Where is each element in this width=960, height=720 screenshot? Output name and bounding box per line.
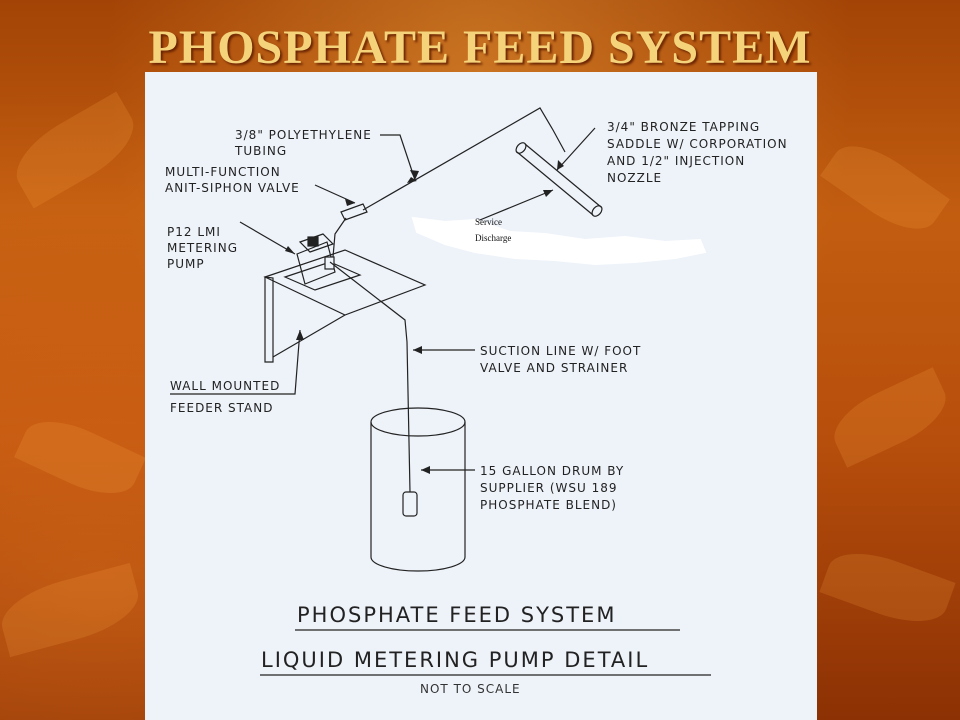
metering-pump-display [307, 236, 319, 247]
drum-label: SUPPLIER (WSU 189 [480, 481, 618, 495]
saddle-label: NOZZLE [607, 171, 662, 185]
tubing-leader [380, 134, 416, 181]
pump-label: PUMP [167, 257, 205, 271]
pump-label: P12 LMI [167, 225, 221, 239]
valve-label: MULTI-FUNCTION [165, 165, 281, 179]
drum-top [370, 407, 466, 437]
suction-label: VALVE AND STRAINER [480, 361, 628, 375]
drawing-caption-title: PHOSPHATE FEED SYSTEM [297, 603, 616, 627]
stand-leader [170, 329, 301, 395]
metering-pump-base [283, 261, 362, 291]
background-leaf [823, 367, 957, 468]
background-leaf [819, 540, 956, 635]
stand-label: FEEDER STAND [170, 401, 273, 415]
suction-line [329, 261, 411, 493]
scale-note: NOT TO SCALE [420, 682, 521, 696]
arrowhead [285, 246, 295, 254]
service-leader [474, 189, 554, 223]
service-pipe-end [591, 205, 603, 217]
feeder-stand-top [263, 249, 427, 316]
flow-arrow [407, 177, 417, 183]
service-pipe-end [515, 142, 527, 154]
discharge-tubing [332, 217, 347, 258]
foot-valve-strainer [402, 491, 418, 517]
arrowhead [410, 170, 419, 180]
saddle-label: SADDLE W/ CORPORATION [607, 137, 788, 151]
background-leaf [13, 407, 147, 508]
saddle-label: AND 1/2" INJECTION [607, 154, 745, 168]
slide-title: PHOSPHATE FEED SYSTEM [148, 21, 812, 74]
arrowhead [413, 346, 422, 354]
arrowhead [296, 330, 304, 340]
saddle-label: 3/4" BRONZE TAPPING [607, 120, 760, 134]
arrowhead [345, 199, 355, 206]
pump-label: METERING [167, 241, 238, 255]
background-leaf [820, 130, 950, 245]
tubing-label: 3/8" POLYETHYLENE [235, 128, 372, 142]
stand-label: WALL MOUNTED [170, 379, 280, 393]
saddle-leader [556, 127, 596, 171]
phosphate-feed-diagram: 3/8" POLYETHYLENE TUBING MULTI-FUNCTION … [165, 107, 788, 696]
service-pipe-bottom [516, 151, 594, 216]
technical-drawing: 3/8" POLYETHYLENE TUBING MULTI-FUNCTION … [145, 72, 817, 720]
feeder-stand-brace [272, 314, 346, 358]
tubing-label: TUBING [234, 144, 287, 158]
arrowhead [543, 190, 553, 197]
feeder-stand-wall [264, 276, 274, 363]
metering-pump-fitting [324, 256, 335, 270]
whiteout-scribble [411, 216, 707, 266]
valve-label: ANIT-SIPHON VALVE [165, 181, 300, 195]
drum-bottom [370, 556, 466, 572]
service-pipe-top [524, 143, 602, 208]
valve-leader [314, 184, 356, 204]
service-label: Service [475, 217, 502, 227]
pump-leader [239, 221, 296, 255]
drum-label: PHOSPHATE BLEND) [480, 498, 617, 512]
anti-siphon-valve [340, 203, 368, 221]
arrowhead [421, 466, 430, 474]
drawing-caption-subtitle: LIQUID METERING PUMP DETAIL [261, 648, 649, 672]
drum-label: 15 GALLON DRUM BY [480, 464, 624, 478]
suction-label: SUCTION LINE W/ FOOT [480, 344, 641, 358]
discharge-label: Discharge [475, 233, 511, 243]
arrowhead [557, 160, 564, 170]
background-leaf [0, 562, 146, 658]
polyethylene-tubing [362, 107, 566, 211]
background-leaf [3, 91, 147, 209]
